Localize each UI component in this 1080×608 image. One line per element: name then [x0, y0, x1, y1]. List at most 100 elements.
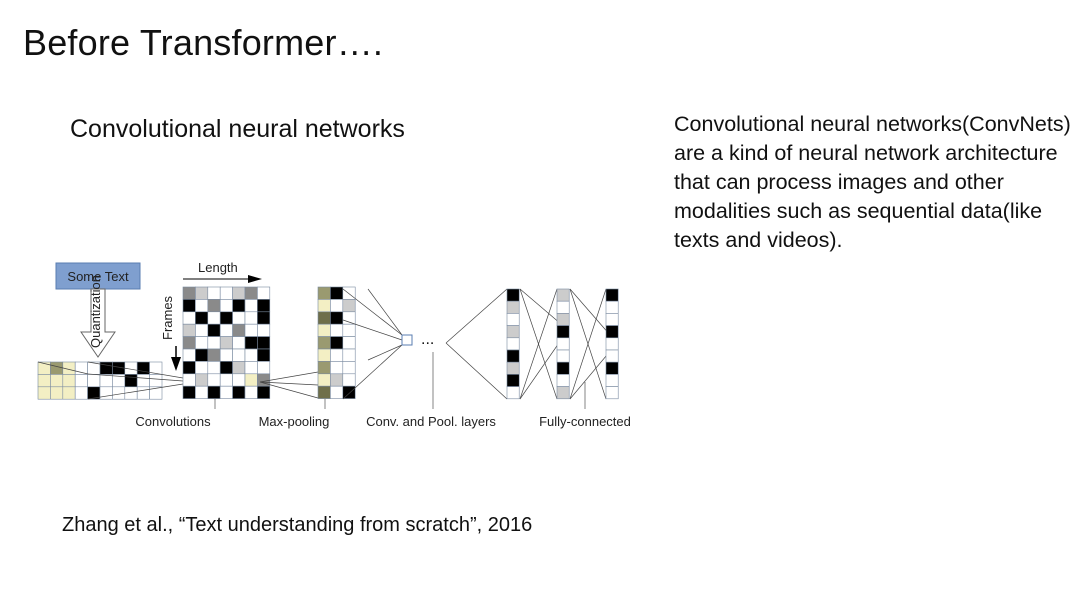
input-cell — [37, 361, 51, 375]
grid-cell — [219, 385, 233, 399]
grid-cell — [195, 373, 209, 387]
grid-cell — [182, 385, 196, 399]
conv-pool-lines — [342, 288, 403, 400]
grid-cell — [232, 286, 246, 300]
pool-cell — [317, 348, 331, 362]
conv-pool-layers-label: Conv. and Pool. layers — [366, 414, 496, 429]
grid-cell — [207, 336, 221, 350]
fc-cell — [506, 374, 520, 387]
input-sequence-row — [37, 361, 163, 400]
grid-cell — [207, 373, 221, 387]
grid-cell — [257, 286, 271, 300]
citation: Zhang et al., “Text understanding from s… — [62, 514, 533, 536]
fc-cell — [605, 337, 619, 351]
input-cell — [62, 374, 76, 388]
fc-cell — [506, 386, 520, 400]
grid-cell — [244, 348, 258, 362]
input-cell — [149, 374, 163, 388]
grid-cell — [244, 336, 258, 350]
fc-cell — [605, 300, 619, 314]
grid-cell — [219, 373, 233, 387]
grid-cell — [207, 286, 221, 300]
convolution-lines — [37, 361, 184, 400]
input-text-box — [55, 262, 141, 290]
grid-cell — [219, 336, 233, 350]
grid-cell — [232, 348, 246, 362]
quantization-label: Quantization — [88, 275, 103, 348]
pool-cell — [330, 299, 344, 313]
grid-cell — [182, 373, 196, 387]
grid-cell — [195, 286, 209, 300]
description-text: Convolutional neural networks(ConvNets) … — [674, 112, 1071, 252]
grid-cell — [207, 361, 221, 375]
input-cell — [87, 374, 101, 388]
grid-cell — [257, 336, 271, 350]
pool-cell — [342, 385, 356, 399]
grid-cell — [257, 311, 271, 325]
input-cell — [112, 386, 126, 400]
grid-cell — [195, 385, 209, 399]
input-cell — [99, 374, 113, 388]
conv-pool-unit — [401, 334, 413, 346]
grid-cell — [195, 299, 209, 313]
fc-cell — [605, 288, 619, 302]
fc-cell — [605, 386, 619, 400]
length-label: Length — [198, 260, 238, 275]
grid-cell — [219, 286, 233, 300]
grid-cell — [182, 311, 196, 325]
input-cell — [50, 374, 64, 388]
grid-cell — [232, 373, 246, 387]
feature-map-grid — [182, 286, 271, 399]
fully-connected-label: Fully-connected — [539, 414, 631, 429]
slide-title: Before Transformer…. — [23, 22, 384, 63]
fc-cell — [556, 361, 570, 375]
input-cell — [136, 374, 150, 388]
pool-cell — [330, 348, 344, 362]
input-cell — [74, 374, 88, 388]
max-pooling-columns — [317, 286, 356, 399]
grid-cell — [244, 361, 258, 375]
input-cell — [74, 386, 88, 400]
fc-cell — [556, 300, 570, 314]
pooling-lines — [259, 371, 319, 399]
grid-cell — [207, 311, 221, 325]
fc-cell — [556, 313, 570, 326]
pool-cell — [317, 336, 331, 350]
pool-cell — [342, 361, 356, 375]
input-cell — [124, 374, 138, 388]
grid-cell — [182, 361, 196, 375]
length-arrow-head — [248, 275, 262, 283]
pool-cell — [317, 299, 331, 313]
grid-cell — [244, 385, 258, 399]
pool-cell — [342, 336, 356, 350]
pool-cell — [330, 323, 344, 337]
fc-cell — [605, 361, 619, 375]
frames-label: Frames — [160, 295, 175, 340]
fc-cell — [605, 349, 619, 363]
pool-cell — [342, 373, 356, 387]
input-cell — [99, 386, 113, 400]
fc-cell — [556, 349, 570, 363]
frames-arrow-head — [171, 357, 181, 371]
grid-cell — [182, 348, 196, 362]
fc-cell — [556, 337, 570, 351]
grid-cell — [257, 348, 271, 362]
grid-cell — [244, 311, 258, 325]
fc-cell — [506, 349, 520, 363]
fc-cell — [506, 300, 520, 314]
pool-cell — [330, 286, 344, 300]
section-heading: Convolutional neural networks — [70, 115, 405, 143]
input-cell — [136, 361, 150, 375]
fc-cell — [506, 325, 520, 339]
pool-cell — [317, 323, 331, 337]
quantization-arrow — [80, 288, 116, 358]
pool-cell — [330, 336, 344, 350]
grid-cell — [195, 311, 209, 325]
pool-cell — [342, 299, 356, 313]
fc-cell — [556, 288, 570, 302]
input-text-label: Some Text — [67, 269, 129, 284]
pool-cell — [317, 373, 331, 387]
pool-cell — [330, 385, 344, 399]
fc-cell — [556, 325, 570, 339]
max-pooling-label: Max-pooling — [259, 414, 330, 429]
